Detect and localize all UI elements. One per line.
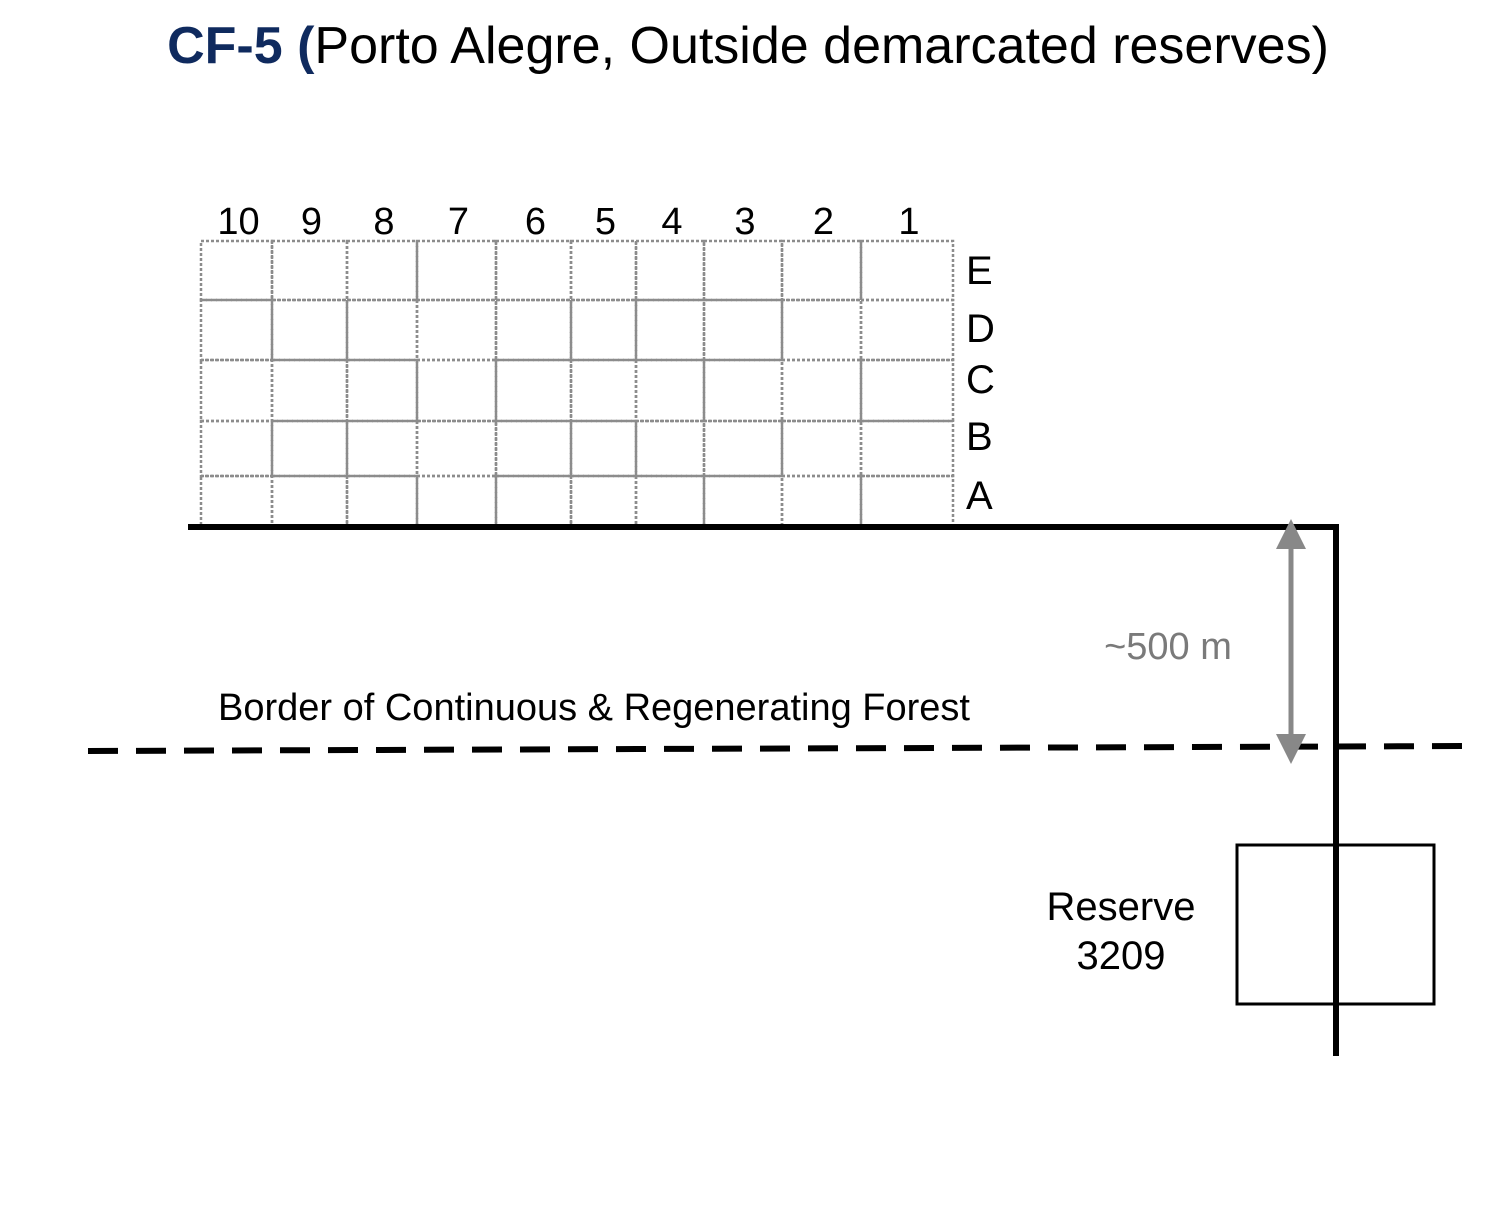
column-label-5: 5 [595,201,616,243]
grid-cell-E4 [634,239,706,302]
grid-cell-B5 [569,419,638,478]
grid-cell-D4 [634,298,706,362]
column-label-3: 3 [734,201,755,243]
grid-cell-A8 [345,474,419,529]
column-label-1: 1 [898,201,919,243]
grid-cell-B2 [780,419,863,478]
grid-cell-A10 [199,474,274,529]
forest-border-dashed-line [87,743,1479,754]
grid-cell-E8 [345,239,419,302]
grid-cell-D5 [569,298,638,362]
grid-cell-E10 [199,239,274,302]
reserve-label-line1: Reserve [1047,885,1196,929]
grid-cell-D9 [270,298,349,362]
grid-cell-C8 [345,358,419,423]
plot-grid [199,239,955,529]
column-label-2: 2 [813,201,834,243]
grid-cell-B1 [859,419,955,478]
grid-cell-B6 [494,419,573,478]
grid-cell-E6 [494,239,573,302]
grid-cell-B4 [634,419,706,478]
row-label-E: E [966,249,993,293]
grid-cell-C3 [702,358,784,423]
grid-cell-B3 [702,419,784,478]
grid-cell-C7 [415,358,498,423]
grid-cell-A9 [270,474,349,529]
column-label-9: 9 [301,201,322,243]
grid-cell-A2 [780,474,863,529]
title-description: Porto Alegre, Outside demarcated reserve… [314,17,1329,75]
grid-cell-C1 [859,358,955,423]
grid-cell-E9 [270,239,349,302]
grid-cell-C5 [569,358,638,423]
grid-cell-D2 [780,298,863,362]
column-label-6: 6 [525,201,546,243]
grid-cell-E2 [780,239,863,302]
row-label-D: D [966,307,995,351]
grid-cell-A3 [702,474,784,529]
grid-cell-C9 [270,358,349,423]
column-label-8: 8 [373,201,394,243]
row-label-B: B [966,415,993,459]
reserve-box [1235,843,1436,1006]
grid-cell-A4 [634,474,706,529]
row-label-A: A [966,474,993,518]
distance-label: ~500 m [1104,626,1232,668]
reserve-label-line2: 3209 [1077,934,1166,978]
forest-border-label: Border of Continuous & Regenerating Fore… [218,687,970,729]
grid-cell-D1 [859,298,955,362]
grid-cell-B8 [345,419,419,478]
grid-cell-A5 [569,474,638,529]
grid-cell-D8 [345,298,419,362]
grid-cell-D6 [494,298,573,362]
grid-cell-A1 [859,474,955,529]
column-label-10: 10 [217,201,259,243]
grid-cell-E1 [859,239,955,302]
grid-cell-A7 [415,474,498,529]
grid-cell-C6 [494,358,573,423]
grid-column-labels: 10 9 8 7 6 5 4 3 2 1 [217,201,919,243]
grid-cell-D3 [702,298,784,362]
title-code: CF-5 [167,17,283,75]
grid-cell-B7 [415,419,498,478]
column-label-7: 7 [448,201,469,243]
grid-cell-D10 [199,298,274,362]
grid-cell-D7 [415,298,498,362]
grid-cell-B10 [199,419,274,478]
grid-cell-C4 [634,358,706,423]
row-label-C: C [966,358,995,402]
grid-cell-C2 [780,358,863,423]
column-label-4: 4 [661,201,682,243]
grid-cell-E3 [702,239,784,302]
grid-cell-E5 [569,239,638,302]
grid-cell-E7 [415,239,498,302]
grid-cell-C10 [199,358,274,423]
title-open-paren: ( [282,17,315,75]
grid-cell-A6 [494,474,573,529]
grid-cell-B9 [270,419,349,478]
diagram-title: CF-5 (Porto Alegre, Outside demarcated r… [0,14,1496,78]
